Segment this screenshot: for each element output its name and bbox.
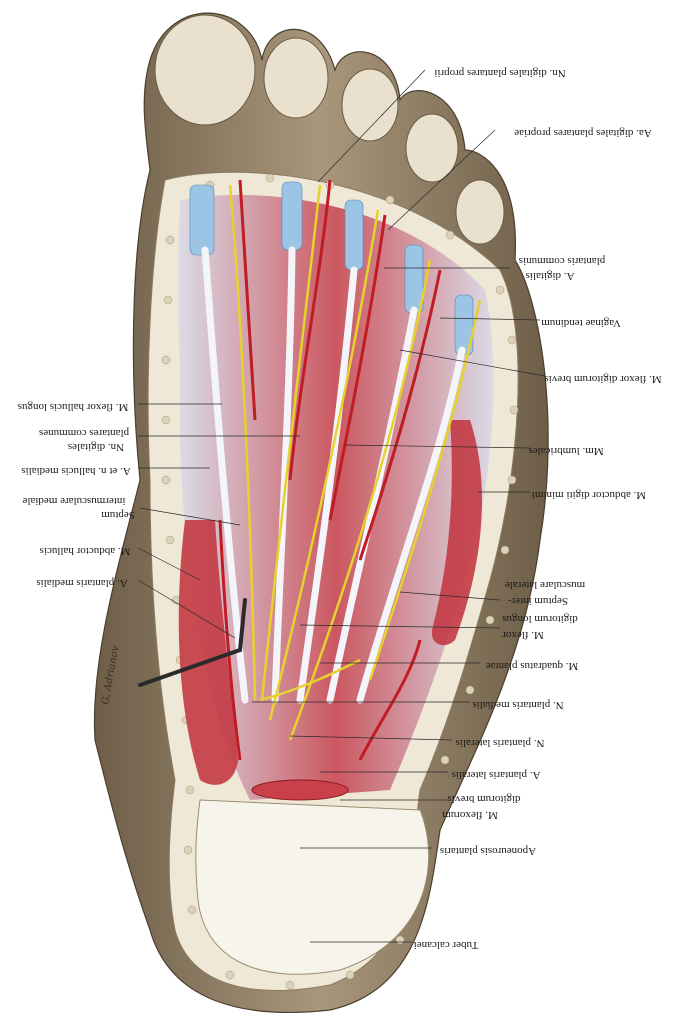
nerves (228, 184, 482, 741)
heel-aponeurosis (195, 799, 430, 975)
label-m-flexorum: M. flexorum (442, 809, 498, 821)
label-a-plantaris-medialis: A. plantaris medialis (36, 577, 127, 589)
label-nn-digitales-plantares-proprii: Nn. digitales plantares proprii (434, 67, 565, 79)
label-m-quadratus-plantae: M. quadratus plantae (486, 660, 579, 672)
label-a-digitalis: A. digitalis (526, 270, 575, 282)
toe-fourth (405, 113, 459, 183)
label-intermusculare-mediale: intermusculare mediale (22, 495, 125, 507)
label-aponeurosis-plantaris: Aponeurosis plantaris (440, 845, 536, 857)
toe-second (263, 37, 329, 119)
flexor-tendons (201, 246, 466, 704)
label-aa-digitales-plantares-propriae: Aa. digitales plantares propriae (514, 127, 652, 139)
label-digitorum-brevis: digitorum brevis (447, 793, 520, 805)
abductor-hallucis (178, 520, 238, 785)
label-a-plantaris-lateralis: A. plantaris lateralis (452, 769, 541, 781)
toe-third (341, 68, 399, 142)
label-digitorum-longus: digitorum longus (502, 613, 577, 625)
tendon-sheaths (189, 181, 474, 356)
label-nn-digitales: Nn. digitales (68, 441, 124, 453)
label-m-abductor-digiti-minimi: M. abductor digiti minimi (532, 489, 646, 501)
label-m-flexor-right: M. flexor (502, 629, 544, 641)
leader-lines (137, 69, 546, 943)
label-n-plantaris-medialis: N. plantaris medialis (472, 699, 563, 711)
label-mm-lumbricales: Mm. lumbricales (528, 445, 603, 457)
label-m-abductor-hallucis: M. abductor hallucis (40, 545, 131, 557)
plantar-arch (251, 779, 349, 801)
label-vaginae-tendinum: Vaginae tendinum (541, 317, 621, 329)
label-group: Nn. digitales plantares proprii Aa. digi… (18, 67, 662, 951)
label-septum-inter: Septum inter- (508, 595, 568, 607)
label-tuber-calcanei: Tuber calcanei (414, 939, 479, 951)
label-plantaris-communis: plantaris communis (519, 255, 605, 267)
label-a-et-n-hallucis-medialis: A. et n. hallucis medialis (21, 465, 130, 477)
toe-fifth (455, 179, 505, 245)
label-musculare-laterale: musculare laterale (505, 579, 585, 591)
toe-hallux (154, 14, 256, 126)
label-plantares-communes: plantares communes (39, 427, 129, 439)
retractor-probe (138, 598, 247, 687)
label-m-flexor-digitorum-brevis-top: M. flexor digitorum brevis (544, 373, 661, 385)
label-m-flexor-hallucis-longus: M. flexor hallucis longus (18, 401, 129, 413)
abductor-digiti-minimi (431, 420, 482, 646)
label-septum: Septum (101, 509, 135, 521)
label-n-plantaris-lateralis: N. plantaris lateralis (456, 737, 545, 749)
